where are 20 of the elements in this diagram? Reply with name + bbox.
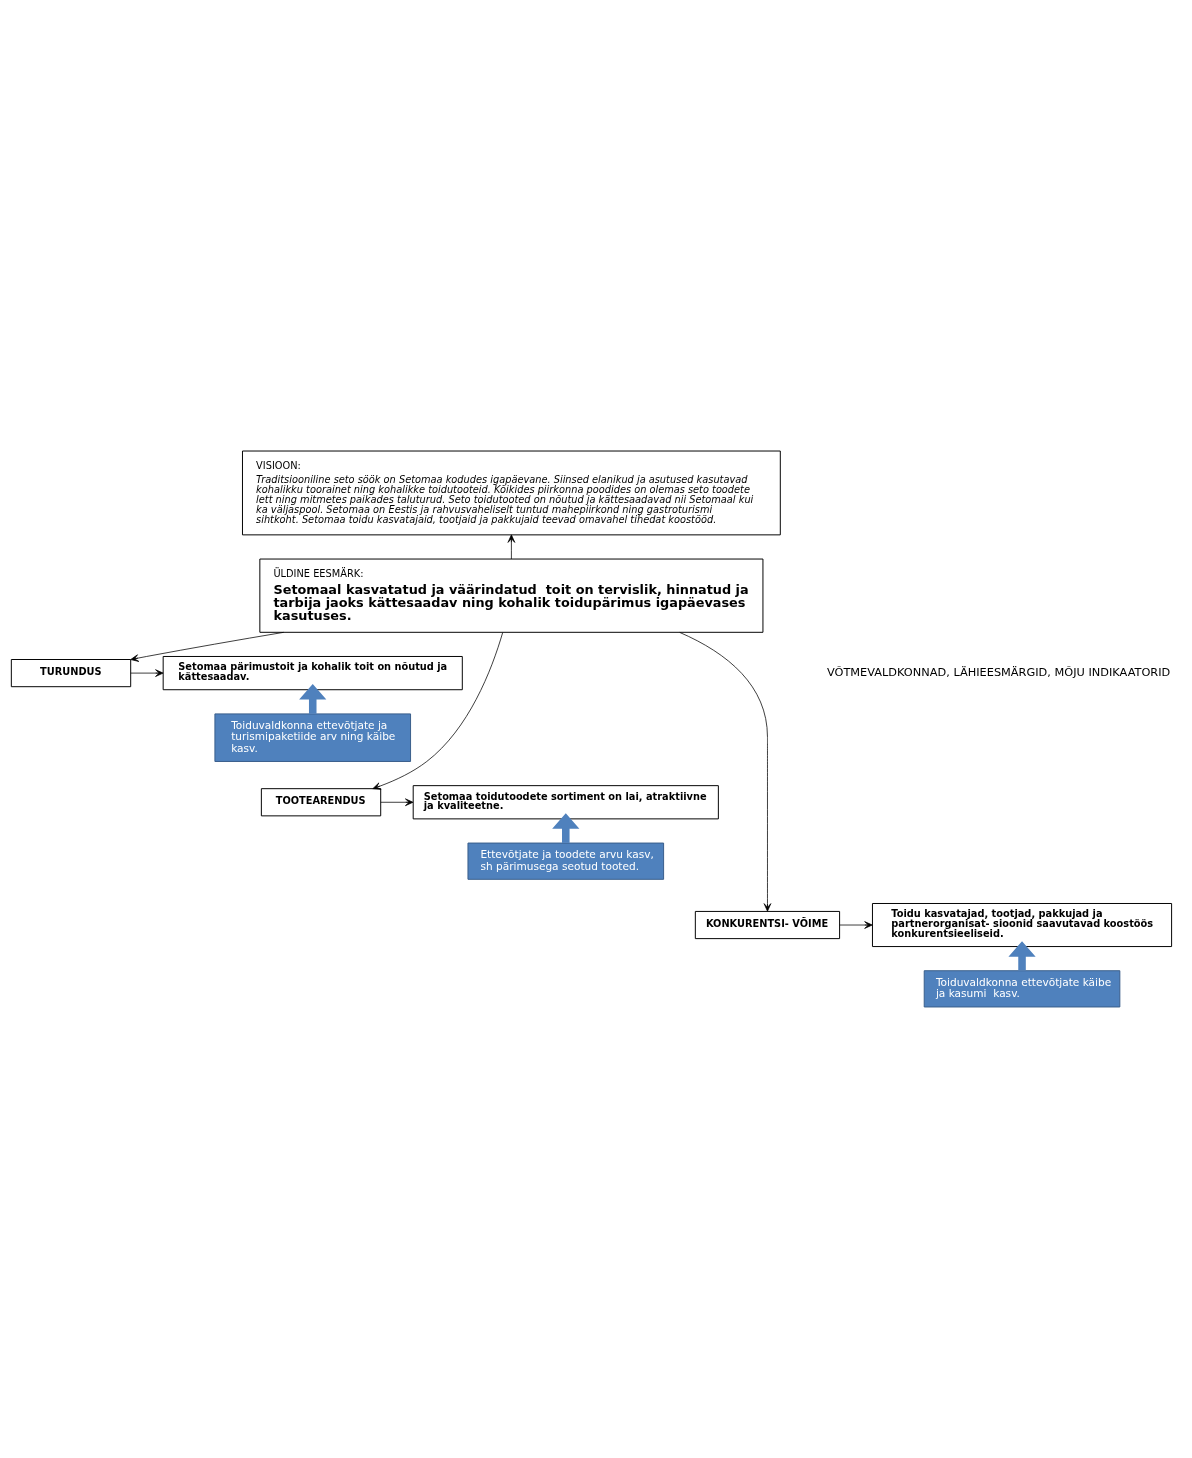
node-box: Ettevõtjate ja toodete arvu kasv, sh pärimusega seotud tooted.: [467, 842, 665, 880]
arrow: [372, 632, 504, 790]
node-box: Setomaa toidutoodete sortiment on lai, atraktiivne ja kvaliteetne.: [412, 785, 719, 820]
node-box: Setomaa pärimustoit ja kohalik toit on nõutud ja kättesaadav.: [162, 656, 463, 691]
node-box: TOOTEARENDUS: [260, 788, 382, 817]
node-box: VISIOON: Traditsiooniline seto söök on Setomaa kodudes igapäevane. Siinsed elanikud ja asutused kasutavad kohalikku toorainet ning kohalikke toidutooteid. Kõikides piirkonna poodides on olemas seto toodete lett ning mitmetes paikades taluturud. Seto toidutooted on nõutud ja kättesaadavad nii Setomaal kui ka väljaspool. Setomaa on Eestis ja rahvusvaheliselt tuntud mahepiirkond ning gastroturismi sihtkoht. Setomaa toidu kasvatajaid, tootjaid ja pakkujaid teevad omavahel tihedat koostööd.: [242, 450, 781, 536]
node-box: Toidu kasvatajad, tootjad, pakkujad ja partnerorganisat- sioonid saavutavad koostöös konkurentsieeliseid.: [872, 903, 1173, 948]
node-box: Toiduvaldkonna ettevõtjate ja turismipaketiide arv ning käibe kasv.: [214, 713, 412, 762]
node-box: Toiduvaldkonna ettevõtjate käibe ja kasumi kasv.: [923, 970, 1121, 1008]
arrow: [130, 631, 285, 662]
node-box: KONKURENTSI- VÕIME: [694, 910, 841, 940]
arrow: [380, 798, 414, 807]
arrow: [839, 921, 873, 929]
arrow: [130, 669, 164, 677]
node-box: TURUNDUS: [10, 659, 132, 688]
arrow: [299, 684, 327, 714]
node-box: ÜLDINE EESMÄRK: Setomaal kasvatatud ja väärindatud toit on tervislik, hinnatud ja tarbija jaoks kättesaadav ning kohalik toidupärimus igapäevases kasutuses.: [259, 558, 764, 633]
arrow: [679, 632, 772, 912]
arrow: [507, 534, 516, 560]
label: VÕTMEVALDKONNAD, LÄHIEESMÄRGID, MÕJU INDIKAATORID: [826, 664, 1171, 679]
